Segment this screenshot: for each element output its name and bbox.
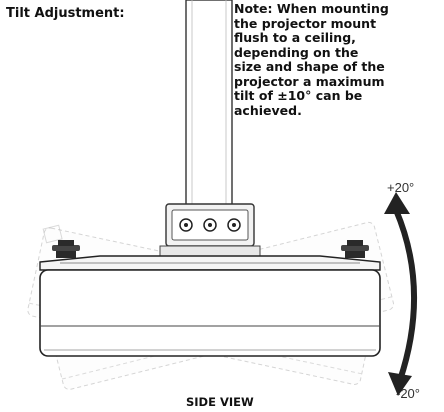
knob-right <box>341 240 369 258</box>
tilt-adjustment-heading: Tilt Adjustment: <box>6 6 125 21</box>
knob-left <box>52 240 80 258</box>
note-line: projector a maximum <box>234 73 385 89</box>
arrowhead-up-icon <box>384 192 410 214</box>
tilt-range-arrow <box>384 192 417 396</box>
note-line: tilt of ±10° can be <box>234 88 363 103</box>
tilt-bracket <box>159 203 261 257</box>
ceiling-pole <box>185 0 233 207</box>
side-view-caption: SIDE VIEW <box>186 395 254 409</box>
note-line: the projector mount <box>234 15 377 31</box>
arrowhead-down-icon <box>388 372 412 396</box>
note-line: depending on the <box>234 44 359 60</box>
angle-down-label: -20° <box>396 386 420 401</box>
angle-up-label: +20° <box>387 180 415 195</box>
mounting-note: Note: When mounting the projector mount … <box>234 1 430 118</box>
note-line: size and shape of the <box>234 59 385 74</box>
note-line: Note: When mounting <box>234 1 389 16</box>
projector-body <box>39 269 381 357</box>
note-line: achieved. <box>234 102 302 118</box>
mounting-plate <box>39 255 381 271</box>
note-line: flush to a ceiling, <box>234 30 356 45</box>
